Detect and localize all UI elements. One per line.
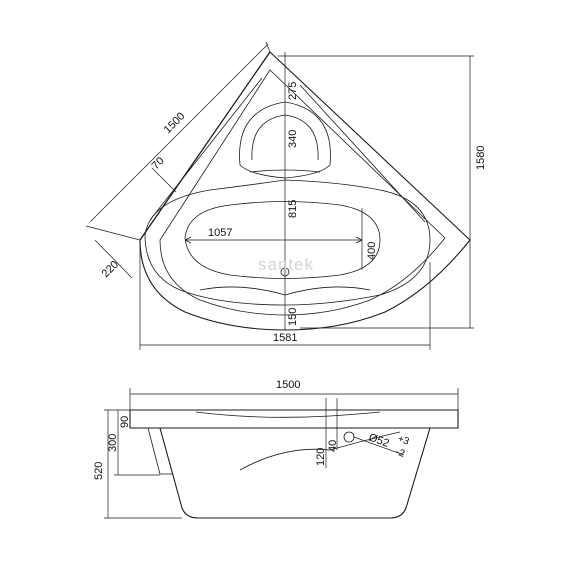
side-label-tolerance-minus: -2 <box>394 446 407 460</box>
plan-label-rim-width: 70 <box>150 155 167 172</box>
side-rim <box>129 409 459 429</box>
plan-label-basin-width: 1057 <box>208 227 232 239</box>
side-view: 1500 90 300 520 120 40 Ø52 +3 -2 <box>93 379 459 519</box>
watermark: santek <box>258 255 314 274</box>
plan-diagonal-rim-2 <box>299 84 426 223</box>
side-left-apron <box>147 427 172 475</box>
plan-diag-ext-bottom <box>85 225 141 241</box>
side-drain-icon <box>343 431 355 443</box>
plan-diagonal-rim-1 <box>149 77 263 221</box>
side-label-rim-thickness: 90 <box>119 416 131 428</box>
side-inner-contour <box>239 431 401 471</box>
plan-label-diag-length: 1500 <box>162 110 188 136</box>
plan-arrow-left <box>184 236 192 244</box>
side-label-total-height: 520 <box>93 462 105 480</box>
side-label-overflow-offset: 40 <box>327 440 339 452</box>
plan-label-seat-depth: 340 <box>287 130 299 148</box>
plan-label-top-height: 275 <box>287 82 299 100</box>
plan-diag-dim-line <box>89 43 269 223</box>
side-label-drain-diameter: Ø52 <box>367 432 391 450</box>
plan-label-corner-offset: 220 <box>100 259 121 280</box>
plan-arrow-right <box>355 236 363 244</box>
side-drain-leader <box>353 436 405 456</box>
plan-headrest <box>239 101 331 179</box>
plan-label-total-width: 1581 <box>273 332 297 344</box>
plan-label-total-height: 1580 <box>475 146 487 170</box>
plan-label-basin-depth: 815 <box>287 200 299 218</box>
side-label-length: 1500 <box>276 379 300 391</box>
plan-label-basin-minor: 400 <box>366 242 378 260</box>
plan-corner-leader <box>94 239 133 279</box>
plan-basin-inner <box>184 201 381 279</box>
plan-view: 1500 70 220 275 340 815 1057 400 150 158… <box>85 41 487 350</box>
side-label-tolerance-plus: +3 <box>396 433 411 447</box>
plan-diag-ext-top <box>265 41 271 53</box>
plan-rim-leader <box>151 167 177 193</box>
plan-basin-outer <box>144 179 431 306</box>
plan-outer-outline <box>139 51 471 331</box>
plan-outer-left-edge <box>139 51 271 241</box>
side-label-overflow-height: 120 <box>315 448 327 466</box>
side-body <box>159 427 431 519</box>
side-label-body-height: 300 <box>107 434 119 452</box>
plan-label-front-edge: 150 <box>287 308 299 326</box>
side-rim-top-curve <box>195 411 381 418</box>
